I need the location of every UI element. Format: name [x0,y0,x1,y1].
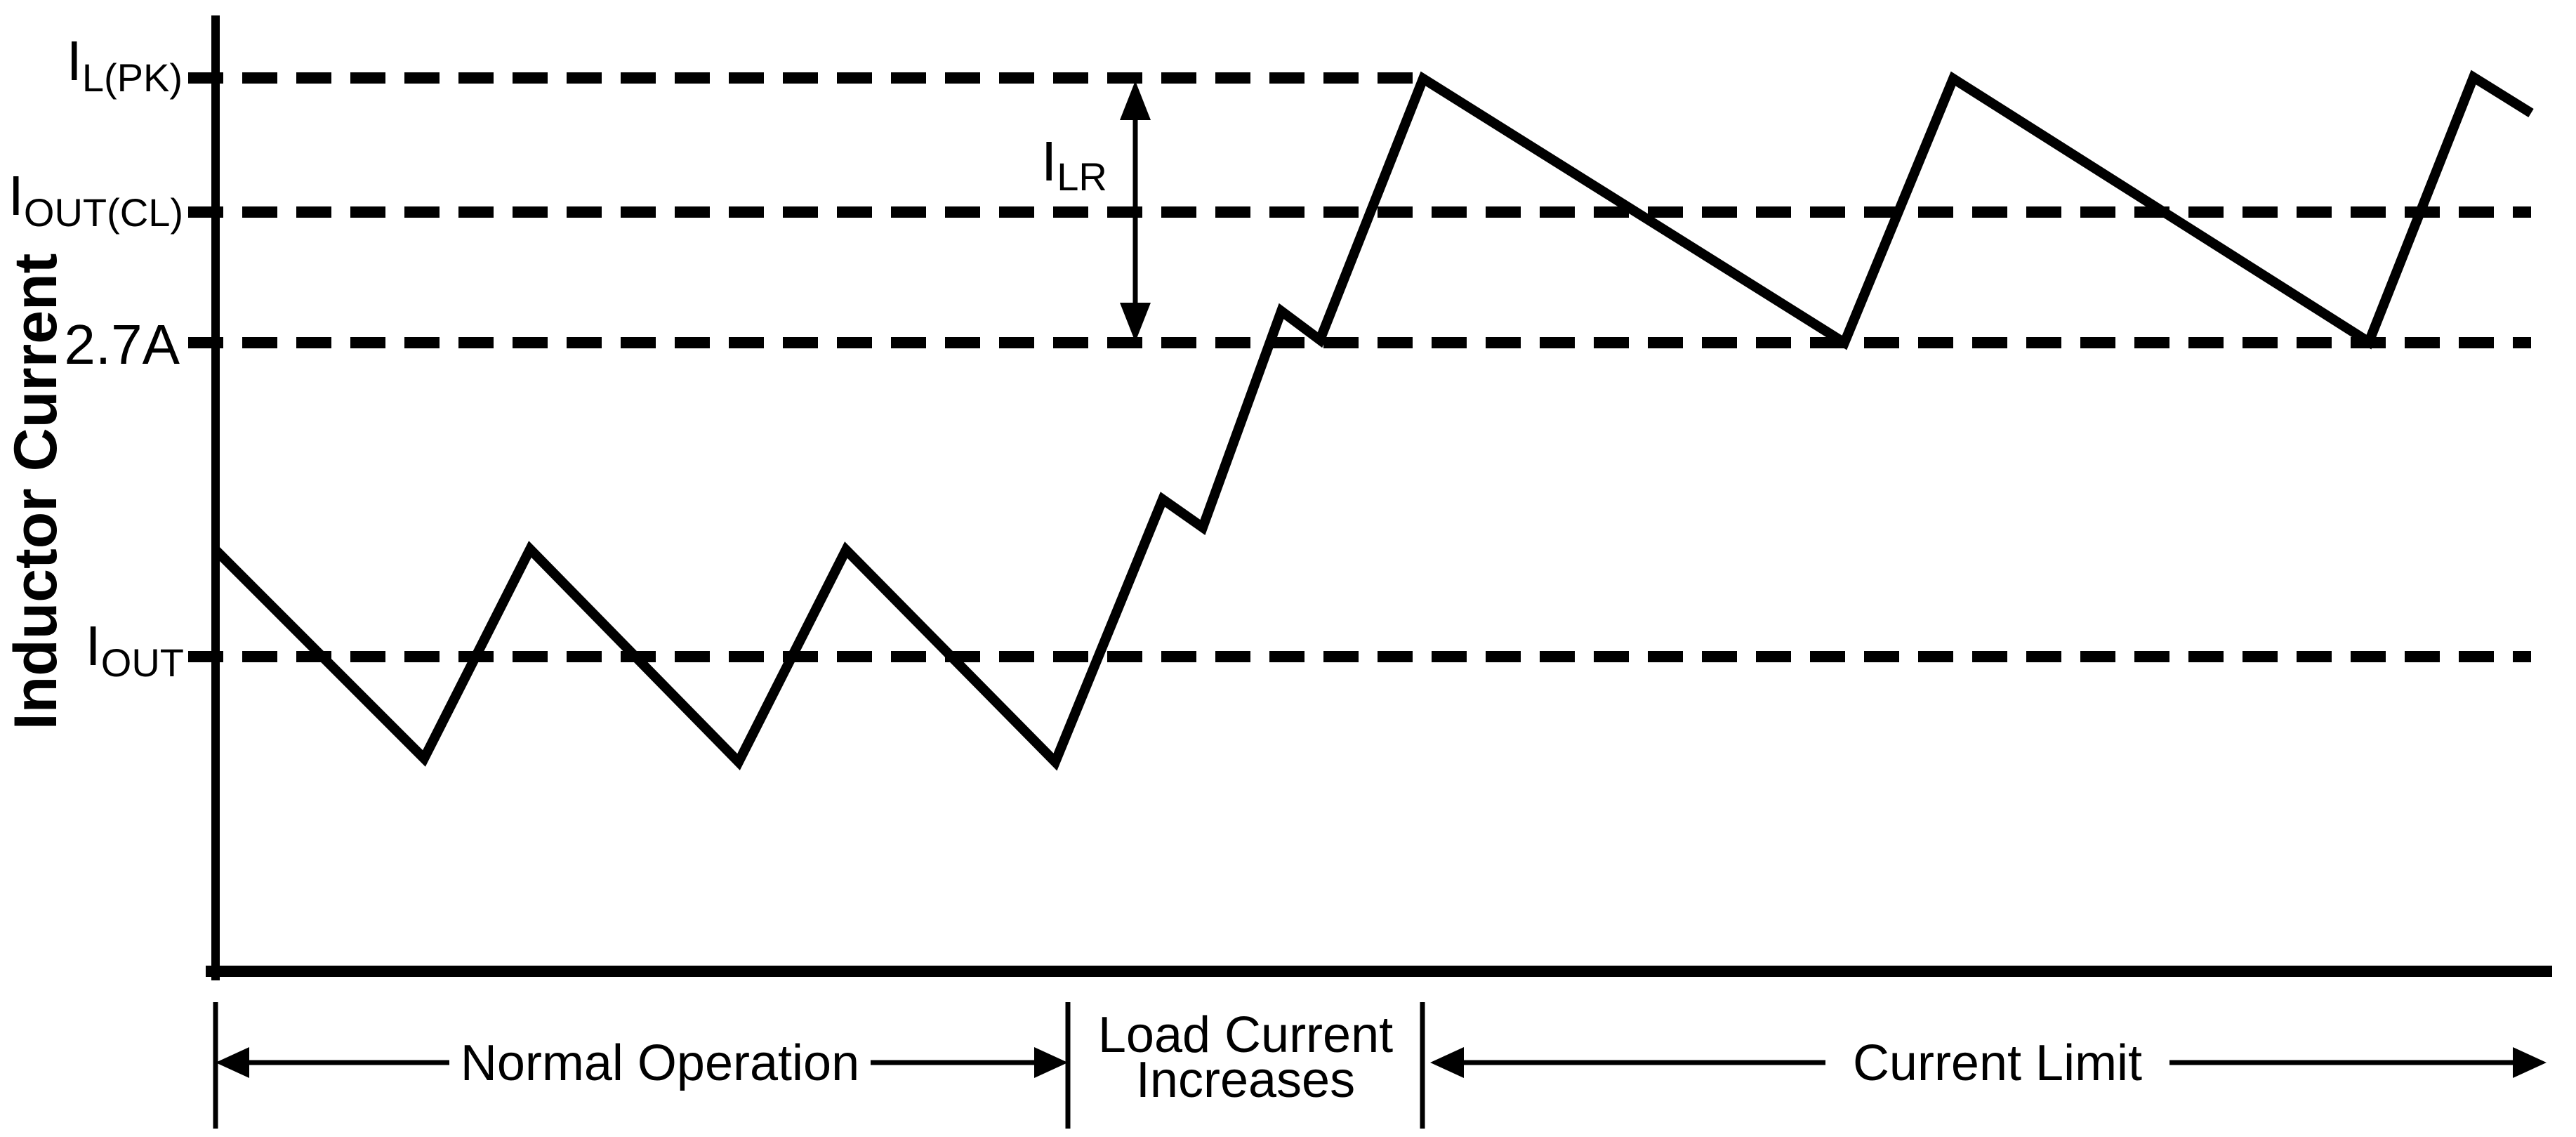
level-label-il-pk: IL(PK) [67,29,183,100]
region-arrowhead-left-2 [1430,1047,1464,1078]
level-label-iout-cl-main: I [8,164,24,227]
region-dividers [213,1002,1425,1129]
y-axis-title: Inductor Current [2,254,70,730]
level-label-il-pk-main: I [67,29,82,92]
level-label-2p7a: 2.7A [64,313,180,376]
ripple-label-main: I [1041,130,1057,192]
level-label-iout: IOUT [86,614,184,685]
inductor-current-waveform [212,70,2534,771]
region-label-load-current-line2: Increases [1136,1052,1355,1108]
ripple-arrow [1120,81,1151,342]
level-label-2p7a-main: 2.7A [64,313,180,376]
level-label-iout-main: I [86,614,101,677]
level-label-iout-cl-sub: OUT(CL) [24,190,183,235]
level-lines [188,72,2531,662]
level-label-iout-cl: IOUT(CL) [8,164,183,235]
region-arrowhead-right-2 [2513,1047,2547,1078]
region-arrowhead-right-0 [1034,1047,1068,1078]
level-label-iout-sub: OUT [101,640,184,685]
ripple-arrowhead-down [1120,303,1151,342]
ripple-label-sub: LR [1057,155,1107,199]
waveform-group [212,70,2534,771]
axes-group [206,15,2552,980]
ripple-arrowhead-up [1120,81,1151,120]
ripple-label: ILR [1041,130,1107,199]
region-label-load-current-line1: Load Current [1098,1007,1393,1063]
region-arrows [216,1047,2547,1078]
region-label-current-limit: Current Limit [1853,1035,2142,1091]
level-label-il-pk-sub: L(PK) [82,55,183,100]
region-label-normal-operation: Normal Operation [461,1035,859,1091]
region-arrowhead-left-0 [216,1047,249,1078]
